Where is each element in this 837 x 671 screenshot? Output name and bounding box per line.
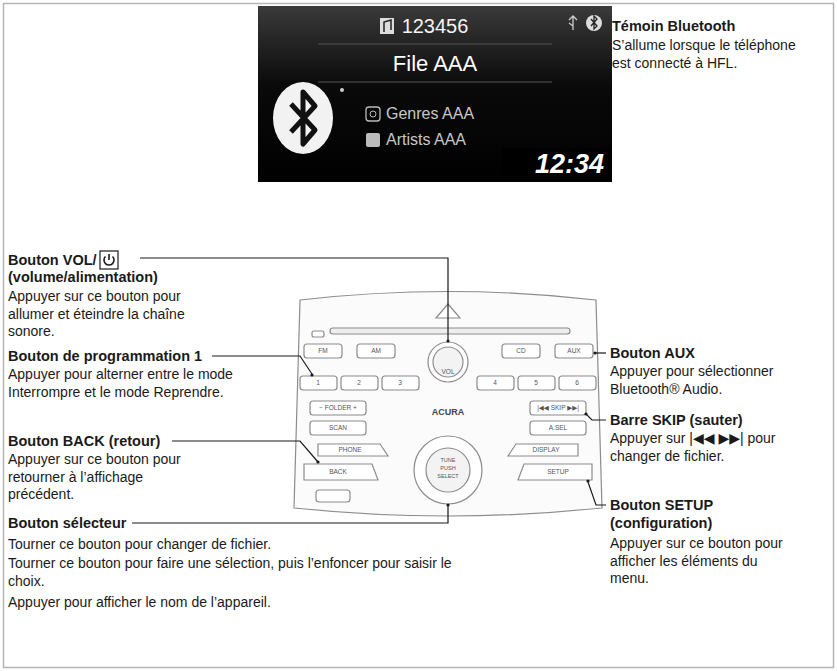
button-label: DISPLAY (533, 447, 560, 454)
button-label: TUNE (441, 458, 456, 464)
power-icon (99, 250, 119, 270)
screen-text: Genres AAA (386, 104, 586, 124)
callout-text: Tourner ce bouton pour faire une sélecti… (8, 555, 478, 590)
callout-heading: Barre SKIP (sauter) (610, 411, 820, 429)
screen-text: 123456 (258, 14, 612, 39)
callout-text: Tourner ce bouton pour changer de fichie… (8, 536, 508, 554)
clock-text: 12:34 (504, 148, 604, 182)
button-label: AUX (567, 348, 580, 355)
heading-with-icon: Bouton VOL/ (8, 249, 119, 270)
button-label: 4 (493, 380, 497, 387)
button-heading: Bouton VOL/ (8, 252, 97, 268)
callout-heading: Bouton AUX (610, 344, 810, 362)
button-label: 3 (398, 380, 402, 387)
leader-dots (310, 339, 596, 506)
button-label: ACURA (432, 408, 465, 417)
button-label: 5 (534, 380, 538, 387)
display-screen: 123456File AAA Genres AAA Artists AAA12:34 (258, 6, 612, 182)
callout-text: Appuyer pour afficher le nom de l’appare… (8, 594, 508, 612)
button-label: FM (318, 348, 327, 355)
screen-text: Artists AAA (386, 130, 586, 150)
button-label: 6 (575, 380, 579, 387)
callout-text: Appuyer sur ce bouton pour afficher les … (610, 535, 800, 588)
button-label: AM (371, 348, 381, 355)
button-label: SCAN (329, 425, 347, 432)
callout-text: S’allume lorsque le téléphone est connec… (612, 37, 812, 72)
callout-heading: Bouton sélecteur (8, 514, 208, 532)
callout-heading: (volume/alimentation) (8, 268, 208, 286)
button-label: A.SEL (549, 425, 567, 432)
callout-text: Appuyer sur ce bouton pour allumer et ét… (8, 288, 193, 341)
callout-heading: Bouton SETUP (configuration) (610, 496, 770, 532)
callout-heading: Bouton BACK (retour) (8, 432, 208, 450)
frame (4, 4, 834, 668)
button-label: |◀◀ SKIP ▶▶| (537, 405, 579, 412)
callout-heading: Témoin Bluetooth (612, 17, 830, 35)
button-label: SETUP (547, 469, 569, 476)
callout-text: Appuyer sur |◀◀ ▶▶| pour changer de fich… (610, 430, 795, 465)
button-label: 1 (316, 380, 320, 387)
button-label: − FOLDER + (319, 405, 357, 412)
button-label: VOL (441, 369, 454, 376)
callout-text: Appuyer sur ce bouton pour retourner à l… (8, 451, 198, 504)
button-label: PUSH (440, 466, 455, 472)
screen-text: File AAA (258, 50, 612, 78)
button-label: BACK (329, 469, 347, 476)
callout-text: Appuyer pour alterner entre le mode Inte… (8, 366, 243, 401)
button-label: PHONE (338, 447, 361, 454)
button-label: SELECT (437, 474, 458, 480)
button-label: 2 (357, 380, 361, 387)
callout-text: Appuyer pour sélectionner Bluetooth® Aud… (610, 363, 785, 398)
button-label: CD (516, 348, 525, 355)
callout-heading: Bouton de programmation 1 (8, 347, 248, 365)
